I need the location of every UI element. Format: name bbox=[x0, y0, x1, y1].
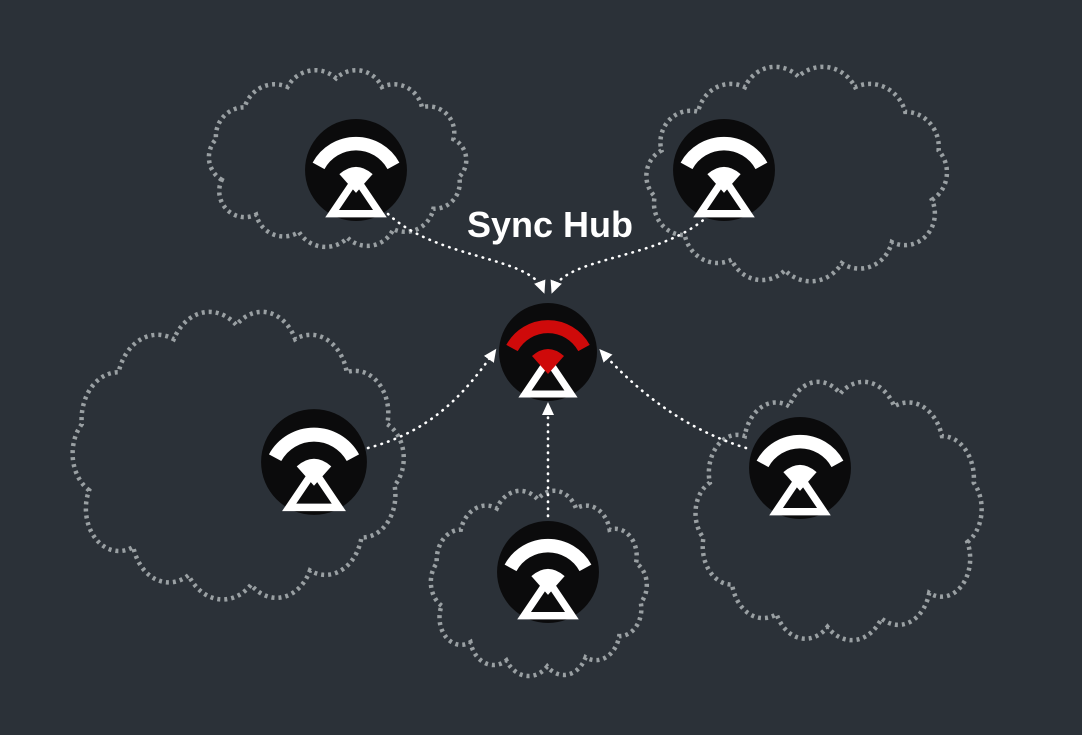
cloud-right bbox=[695, 382, 981, 640]
client-icon-mid-left bbox=[261, 409, 367, 515]
client-icon-right bbox=[749, 417, 851, 519]
arrow-top-left-to-hub bbox=[386, 212, 546, 294]
client-icon-top-left bbox=[305, 119, 407, 221]
arrow-right-to-hub bbox=[599, 349, 748, 450]
hub-icon bbox=[499, 303, 597, 401]
arrow-mid-left-to-hub bbox=[366, 348, 497, 450]
client-icon-top-right bbox=[673, 119, 775, 221]
arrow-top-right-to-hub bbox=[550, 214, 710, 294]
client-icon-bottom-center bbox=[497, 521, 599, 623]
sync-hub-title: Sync Hub bbox=[467, 204, 633, 245]
